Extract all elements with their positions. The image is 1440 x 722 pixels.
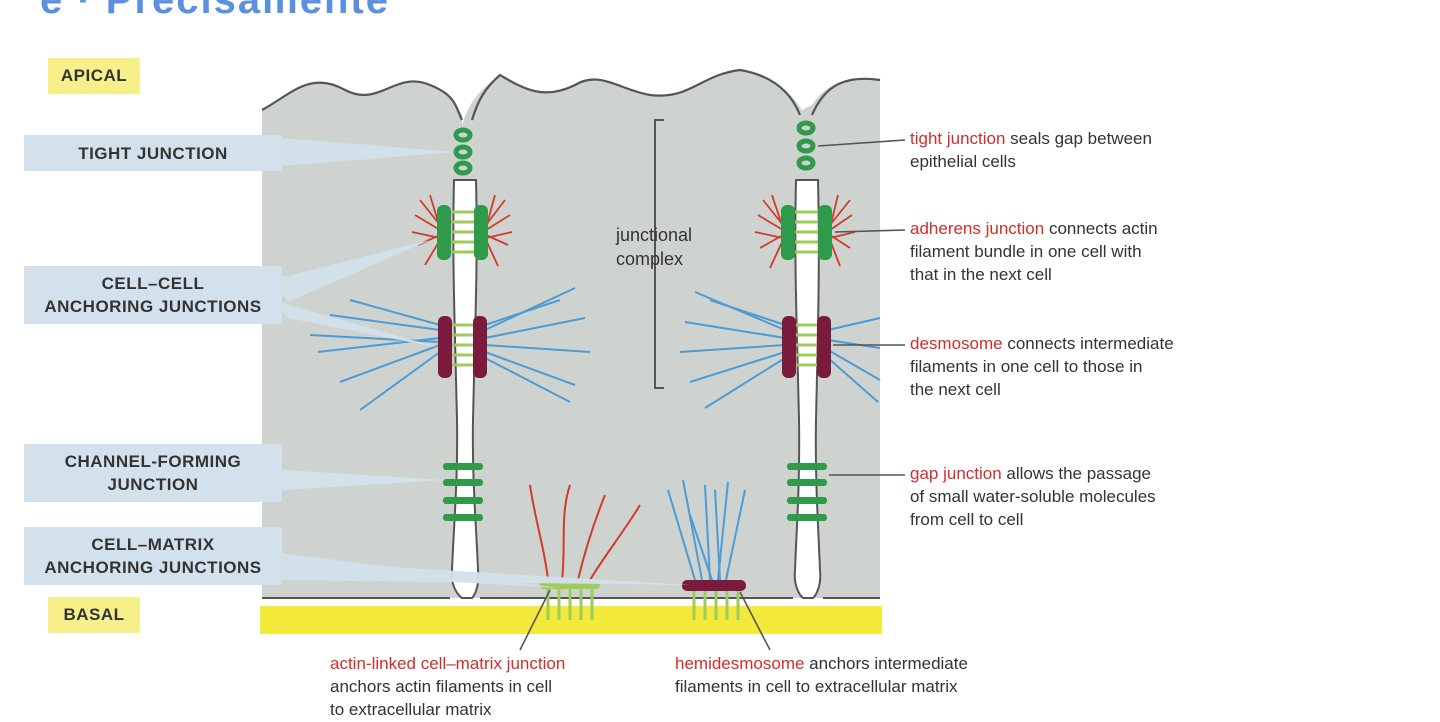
gap-junction-left — [443, 463, 483, 521]
callout-tight-junction: TIGHT JUNCTION — [24, 135, 282, 171]
desc-rest: allows the passage — [1001, 464, 1152, 483]
leader-lines-right — [817, 139, 906, 476]
desc-term: desmosome — [910, 334, 1003, 353]
tight-junction-left — [453, 127, 473, 176]
desc-line: to extracellular matrix — [330, 700, 492, 719]
keratin-filaments-right — [679, 291, 881, 409]
tight-junction-right — [796, 120, 816, 171]
desc-line: filaments in one cell to those in — [910, 357, 1143, 376]
page-title-fragment: e · Precisamente — [40, 0, 390, 22]
junctional-complex-bracket — [654, 119, 664, 389]
desc-line: filaments in cell to extracellular matri… — [675, 677, 958, 696]
desc-line: epithelial cells — [910, 152, 1016, 171]
desc-line: of small water-soluble molecules — [910, 487, 1156, 506]
cell-body — [262, 70, 880, 598]
actin-linked-matrix-junction — [529, 484, 641, 620]
keratin-filaments-left — [309, 287, 591, 411]
desc-rest: seals gap between — [1005, 129, 1152, 148]
desc-line: anchors actin filaments in cell — [330, 677, 553, 696]
desc-rest: connects intermediate — [1002, 334, 1174, 353]
adherens-junction-right — [781, 205, 832, 260]
desmosome-right — [782, 316, 831, 378]
hemidesmosome-structure — [667, 479, 746, 620]
callout-line: ANCHORING JUNCTIONS — [44, 297, 262, 316]
desc-line: that in the next cell — [910, 265, 1052, 284]
desmosome-left — [438, 316, 487, 378]
callout-line: JUNCTION — [107, 475, 199, 494]
leader-lines-bottom — [519, 589, 771, 651]
basal-tag: BASAL — [48, 597, 140, 633]
desc-term: adherens junction — [910, 219, 1045, 238]
callout-channel-forming: CHANNEL-FORMING JUNCTION — [24, 444, 282, 502]
jc-line: complex — [616, 249, 684, 269]
desc-term: hemidesmosome — [675, 654, 805, 673]
callout-line: CELL–CELL — [101, 274, 205, 293]
callout-cell-cell-anchoring: CELL–CELL ANCHORING JUNCTIONS — [24, 266, 282, 324]
desc-line: the next cell — [910, 380, 1001, 399]
callout-line: TIGHT JUNCTION — [78, 143, 228, 163]
callout-pointers-left — [272, 138, 690, 588]
desc-rest: connects actin — [1044, 219, 1158, 238]
callout-line: CHANNEL-FORMING — [64, 452, 242, 471]
desc-term: actin-linked cell–matrix junction — [330, 654, 566, 673]
desc-gap-junction: gap junction allows the passage of small… — [910, 462, 1156, 531]
desc-line: from cell to cell — [910, 510, 1024, 529]
desc-desmosome: desmosome connects intermediate filament… — [910, 332, 1174, 401]
desc-rest: anchors intermediate — [804, 654, 968, 673]
callout-line: CELL–MATRIX — [91, 535, 215, 554]
desc-hemidesmosome: hemidesmosome anchors intermediate filam… — [675, 652, 968, 698]
jc-line: junctional — [616, 225, 693, 245]
desc-adherens-junction: adherens junction connects actin filamen… — [910, 217, 1158, 286]
adherens-junction-left — [437, 205, 488, 260]
apical-tag: APICAL — [48, 58, 140, 94]
gap-junction-right — [787, 463, 827, 521]
desc-term: gap junction — [910, 464, 1002, 483]
apical-membrane — [261, 68, 881, 121]
desc-actin-linked-matrix-junction: actin-linked cell–matrix junction anchor… — [330, 652, 565, 721]
desc-line: filament bundle in one cell with — [910, 242, 1142, 261]
callout-cell-matrix-anchoring: CELL–MATRIX ANCHORING JUNCTIONS — [24, 527, 282, 585]
callout-line: ANCHORING JUNCTIONS — [44, 558, 262, 577]
junctional-complex-label: junctional complex — [616, 223, 692, 271]
desc-tight-junction: tight junction seals gap between epithel… — [910, 127, 1152, 173]
desc-term: tight junction — [910, 129, 1006, 148]
